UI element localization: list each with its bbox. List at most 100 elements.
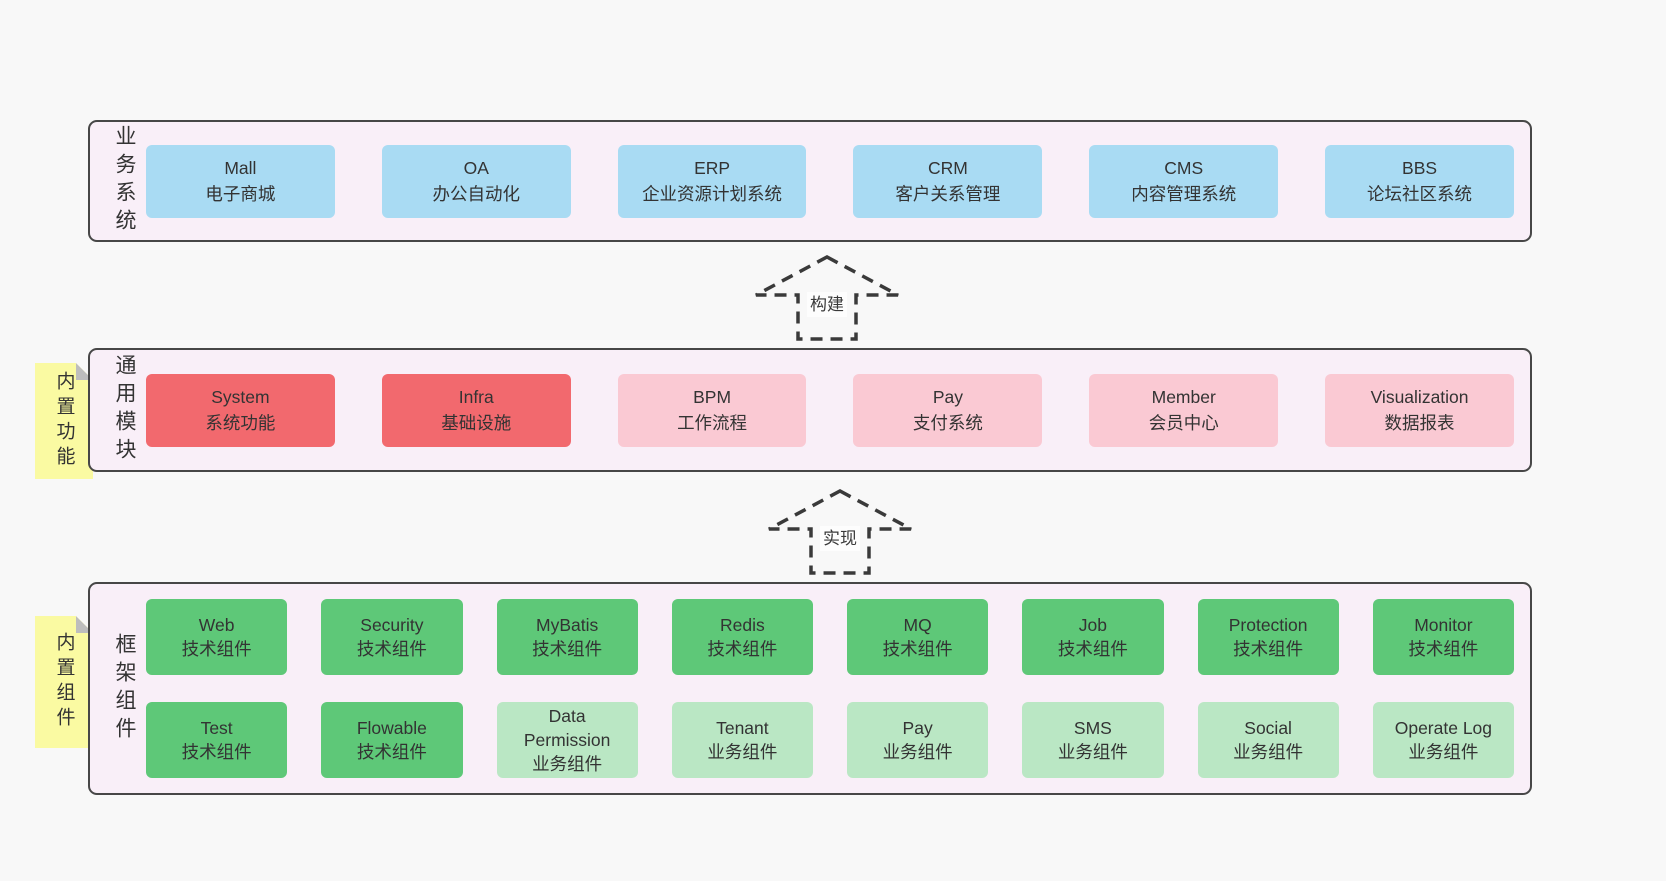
module-box-system: System 系统功能 — [146, 373, 335, 447]
module-name: Member — [1151, 387, 1216, 407]
module-category: 技术组件 — [181, 639, 252, 659]
block-arrow-up-icon — [755, 255, 899, 341]
module-box-cms: CMS 内容管理系统 — [1089, 144, 1279, 218]
module-box-social: Social 业务组件 — [1197, 702, 1339, 778]
module-category: 技术组件 — [707, 639, 778, 659]
module-name: BPM — [693, 387, 732, 407]
module-name: BBS — [1402, 158, 1438, 178]
module-name: Job — [1078, 615, 1107, 635]
layer-framework-label: 框架组件 — [113, 632, 136, 745]
module-category: 技术组件 — [356, 742, 427, 762]
module-box-pay: Pay 支付系统 — [853, 373, 1043, 447]
module-box-mall: Mall 电子商城 — [146, 144, 335, 218]
module-box-test: Test 技术组件 — [146, 702, 288, 778]
module-name: Pay — [932, 387, 963, 407]
module-category: 业务组件 — [1233, 742, 1304, 762]
module-box-mq: MQ 技术组件 — [847, 599, 989, 675]
module-category: 企业资源计划系统 — [642, 184, 783, 204]
module-name: Tenant — [716, 718, 769, 738]
module-category: 技术组件 — [532, 639, 603, 659]
module-name: Test — [200, 718, 233, 738]
implement-arrow: 实现 — [765, 487, 915, 577]
module-name: MQ — [903, 615, 932, 635]
module-category: 业务组件 — [1408, 742, 1479, 762]
module-category: 电子商城 — [205, 184, 276, 204]
module-box-oa: OA 办公自动化 — [381, 144, 571, 218]
module-category: 技术组件 — [1057, 639, 1128, 659]
module-box-erp: ERP 企业资源计划系统 — [617, 144, 807, 218]
layer-business-label: 业务系统 — [113, 125, 136, 237]
module-box-protection: Protection 技术组件 — [1197, 599, 1339, 675]
builtin-features-tag: 内置功能 — [35, 363, 93, 479]
module-name: System — [211, 387, 270, 407]
module-name: Protection — [1228, 615, 1308, 635]
module-category: 业务组件 — [1057, 742, 1128, 762]
module-name: CRM — [927, 158, 968, 178]
module-name: Social — [1244, 718, 1292, 738]
module-name: SMS — [1073, 718, 1112, 738]
module-name: Flowable — [356, 718, 427, 738]
build-arrow-label: 构建 — [807, 292, 847, 317]
module-box-tenant: Tenant 业务组件 — [671, 702, 813, 778]
module-category: 技术组件 — [181, 742, 252, 762]
module-category: 基础设施 — [441, 413, 512, 433]
module-name: ERP — [694, 158, 731, 178]
module-box-operate-log: Operate Log 业务组件 — [1372, 702, 1514, 778]
module-name: Operate Log — [1394, 718, 1493, 738]
module-category: 业务组件 — [882, 742, 953, 762]
module-name: Mall — [224, 158, 257, 178]
module-box-sms: SMS 业务组件 — [1022, 702, 1164, 778]
block-arrow-up-icon — [768, 489, 912, 575]
module-category: 论坛社区系统 — [1367, 184, 1473, 204]
module-name: Redis — [720, 615, 765, 635]
module-name: Web — [198, 615, 235, 635]
module-box-bbs: BBS 论坛社区系统 — [1325, 144, 1514, 218]
module-box-mybatis: MyBatis 技术组件 — [496, 599, 638, 675]
module-category: 会员中心 — [1148, 413, 1219, 433]
module-category: 技术组件 — [882, 639, 953, 659]
module-box-monitor: Monitor 技术组件 — [1372, 599, 1514, 675]
module-name: OA — [463, 158, 489, 178]
module-name: Data Permission — [523, 706, 611, 750]
builtin-components-tag: 内置组件 — [35, 616, 93, 748]
implement-arrow-label: 实现 — [820, 526, 860, 551]
module-name: Pay — [902, 718, 933, 738]
builtin-features-tag-label: 内置功能 — [53, 371, 75, 471]
module-name: Security — [360, 615, 424, 635]
module-name: Monitor — [1414, 615, 1473, 635]
build-arrow: 构建 — [752, 253, 902, 343]
module-name: Visualization — [1370, 387, 1469, 407]
module-category: 工作流程 — [677, 413, 748, 433]
module-box-visualization: Visualization 数据报表 — [1325, 373, 1514, 447]
module-name: CMS — [1164, 158, 1204, 178]
module-category: 技术组件 — [1233, 639, 1304, 659]
module-category: 数据报表 — [1384, 413, 1455, 433]
module-box-member: Member 会员中心 — [1089, 373, 1279, 447]
module-category: 系统功能 — [205, 413, 276, 433]
module-category: 办公自动化 — [432, 184, 520, 204]
module-category: 技术组件 — [356, 639, 427, 659]
module-category: 业务组件 — [707, 742, 778, 762]
module-box-redis: Redis 技术组件 — [671, 599, 813, 675]
module-box-job: Job 技术组件 — [1022, 599, 1164, 675]
module-box-flowable: Flowable 技术组件 — [321, 702, 463, 778]
module-box-pay: Pay 业务组件 — [847, 702, 989, 778]
module-name: MyBatis — [536, 615, 599, 635]
module-category: 支付系统 — [912, 413, 983, 433]
module-category: 内容管理系统 — [1131, 184, 1237, 204]
module-box-bpm: BPM 工作流程 — [617, 373, 807, 447]
module-category: 技术组件 — [1408, 639, 1479, 659]
module-box-web: Web 技术组件 — [146, 599, 288, 675]
